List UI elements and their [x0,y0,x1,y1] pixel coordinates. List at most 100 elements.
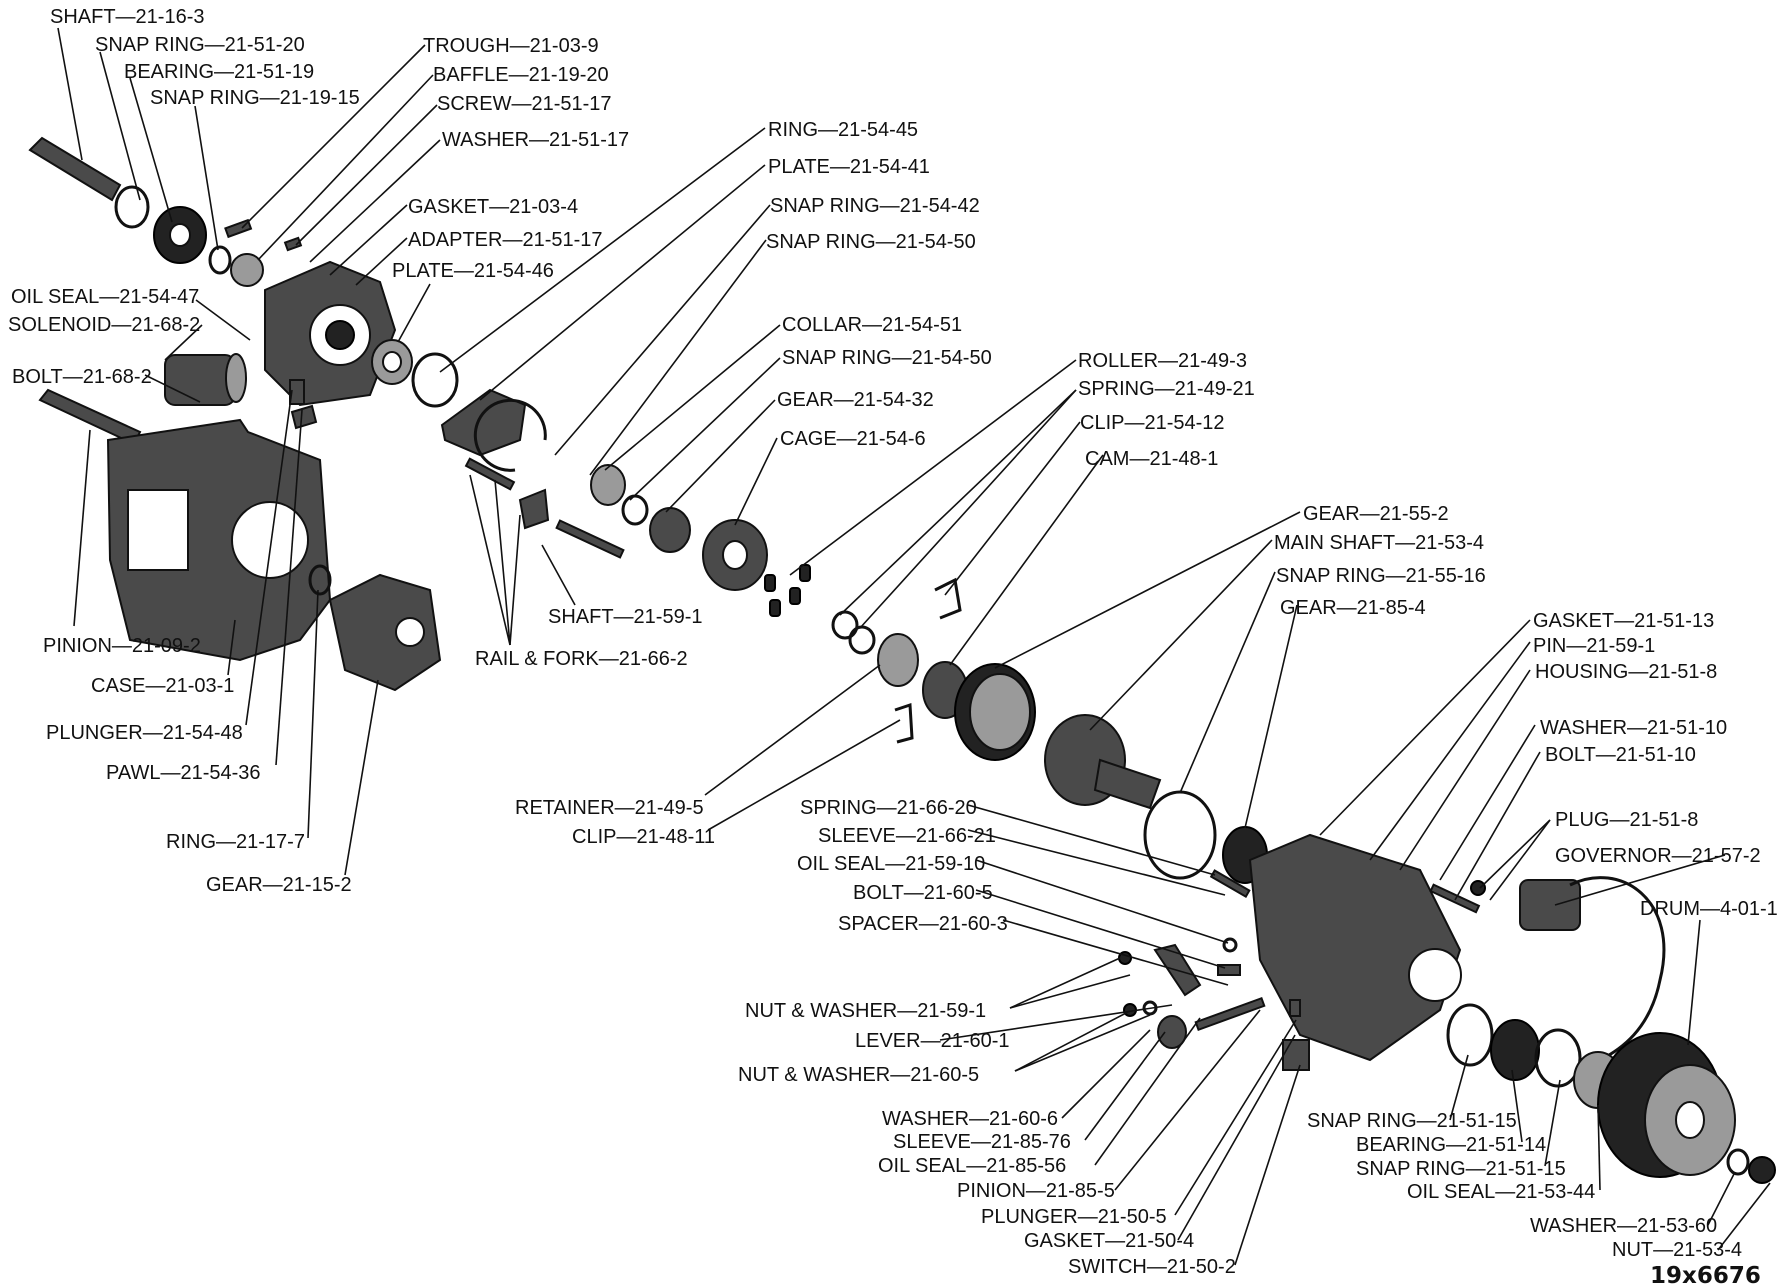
rollers-part [764,564,811,617]
label-nut-washer-21-59-1: NUT & WASHER—21-59-1 [745,1000,986,1022]
label-snap-ring-21-19-15: SNAP RING—21-19-15 [150,87,360,109]
plate-21-54-41-part [440,388,527,457]
label-nut-21-53-4: NUT—21-53-4 [1612,1239,1742,1261]
label-clip-21-54-12: CLIP—21-54-12 [1080,412,1225,434]
label-shaft-21-16-3: SHAFT—21-16-3 [50,6,205,28]
label-drum-4-01-1: DRUM—4-01-1 [1640,898,1778,920]
label-case-21-03-1: CASE—21-03-1 [91,675,234,697]
label-retainer-21-49-5: RETAINER—21-49-5 [515,797,704,819]
rail-fork-part [464,457,550,530]
label-gasket-21-51-13: GASKET—21-51-13 [1533,610,1714,632]
label-sleeve-21-85-76: SLEEVE—21-85-76 [893,1131,1071,1153]
spacer-part [1222,937,1238,953]
label-ring-21-17-7: RING—21-17-7 [166,831,305,853]
solenoid-part [164,353,247,406]
label-gear-21-85-4: GEAR—21-85-4 [1280,597,1426,619]
leader-lines [57,27,1771,1266]
label-snap-ring-21-51-20: SNAP RING—21-51-20 [95,34,305,56]
label-rail-fork-21-66-2: RAIL & FORK—21-66-2 [475,648,688,670]
label-gasket-21-03-4: GASKET—21-03-4 [408,196,578,218]
shaft-part [28,136,150,229]
label-spring-21-66-20: SPRING—21-66-20 [800,797,977,819]
snap-ring-21-51-15-part [1446,1003,1494,1067]
cage-part [702,519,768,591]
switch-part [1282,1039,1310,1071]
label-plunger-21-54-48: PLUNGER—21-54-48 [46,722,243,744]
label-pinion-21-09-2: PINION—21-09-2 [43,635,201,657]
label-cage-21-54-6: CAGE—21-54-6 [780,428,926,450]
main-shaft-part [1044,714,1162,810]
cluster-gear-part [328,573,442,692]
label-bearing-21-51-14: BEARING—21-51-14 [1356,1134,1546,1156]
pinion-21-85-5-part [1157,1015,1187,1049]
label-spring-21-49-21: SPRING—21-49-21 [1078,378,1255,400]
snap-ring-part [208,245,232,275]
label-snap-ring-21-54-42: SNAP RING—21-54-42 [770,195,980,217]
figure-number: 19x6676 [1650,1263,1761,1286]
label-housing-21-51-8: HOUSING—21-51-8 [1535,661,1717,683]
label-pin-21-59-1: PIN—21-59-1 [1533,635,1655,657]
label-washer-21-51-17: WASHER—21-51-17 [442,129,629,151]
plug-part [1470,880,1486,896]
ring-21-54-45-part [411,352,459,408]
label-washer-21-53-60: WASHER—21-53-60 [1530,1215,1717,1237]
bolt-21-51-10-part [1429,883,1481,914]
nut-21-53-4-part [1748,1156,1776,1184]
bearing-21-51-14-part [1490,1019,1540,1081]
label-sleeve-21-66-21: SLEEVE—21-66-21 [818,825,996,847]
label-gear-21-54-32: GEAR—21-54-32 [777,389,934,411]
snap-ring-21-54-42-part [473,398,547,472]
label-snap-ring-21-51-15-a: SNAP RING—21-51-15 [1307,1110,1517,1132]
bolt-21-60-5-part [1217,964,1241,976]
label-bolt-21-60-5: BOLT—21-60-5 [853,882,993,904]
part-drawings [28,136,1776,1184]
label-gear-21-15-2: GEAR—21-15-2 [206,874,352,896]
label-cam-21-48-1: CAM—21-48-1 [1085,448,1218,470]
label-snap-ring-21-55-16: SNAP RING—21-55-16 [1276,565,1486,587]
label-plate-21-54-41: PLATE—21-54-41 [768,156,930,178]
spring-21-49-21-part [831,610,859,640]
label-pawl-21-54-36: PAWL—21-54-36 [106,762,261,784]
collar-part [590,464,626,506]
label-pinion-21-85-5: PINION—21-85-5 [957,1180,1115,1202]
plate-21-54-46-part [371,339,413,385]
adapter-part [264,260,397,407]
label-lever-21-60-1: LEVER—21-60-1 [855,1030,1010,1052]
drum-part [1597,1032,1736,1178]
governor-part [1519,876,1666,1062]
bearing-part [153,206,207,264]
shaft-21-59-1-part [555,519,625,559]
label-snap-ring-21-54-50-a: SNAP RING—21-54-50 [766,231,976,253]
label-adapter-21-51-17: ADAPTER—21-51-17 [408,229,603,251]
label-shaft-21-59-1: SHAFT—21-59-1 [548,606,703,628]
label-oil-seal-21-59-10: OIL SEAL—21-59-10 [797,853,985,875]
screw-part [283,236,303,252]
label-washer-21-60-6: WASHER—21-60-6 [882,1108,1058,1130]
label-washer-21-51-10: WASHER—21-51-10 [1540,717,1727,739]
retainer-part [877,633,919,687]
label-trough-21-03-9: TROUGH—21-03-9 [423,35,599,57]
label-bearing-21-51-19: BEARING—21-51-19 [124,61,314,83]
label-roller-21-49-3: ROLLER—21-49-3 [1078,350,1247,372]
label-gasket-21-50-4: GASKET—21-50-4 [1024,1230,1194,1252]
label-baffle-21-19-20: BAFFLE—21-19-20 [433,64,609,86]
gear-21-55-2-part [954,663,1036,761]
label-collar-21-54-51: COLLAR—21-54-51 [782,314,962,336]
label-switch-21-50-2: SWITCH—21-50-2 [1068,1256,1236,1278]
callout-labels: SHAFT—21-16-3 SNAP RING—21-51-20 BEARING… [8,6,1778,1286]
gear-21-54-32-part [649,507,691,553]
baffle-part [230,253,264,287]
label-snap-ring-21-54-50-b: SNAP RING—21-54-50 [782,347,992,369]
label-oil-seal-21-85-56: OIL SEAL—21-85-56 [878,1155,1066,1177]
clip-21-54-12-part [934,577,962,620]
case-part [106,418,332,662]
plunger-part [289,379,305,405]
label-ring-21-54-45: RING—21-54-45 [768,119,918,141]
label-plug-21-51-8: PLUG—21-51-8 [1555,809,1698,831]
label-oil-seal-21-53-44: OIL SEAL—21-53-44 [1407,1181,1595,1203]
label-snap-ring-21-51-15-b: SNAP RING—21-51-15 [1356,1158,1566,1180]
pawl-part [290,404,318,430]
label-spacer-21-60-3: SPACER—21-60-3 [838,913,1008,935]
label-bolt-21-51-10: BOLT—21-51-10 [1545,744,1696,766]
